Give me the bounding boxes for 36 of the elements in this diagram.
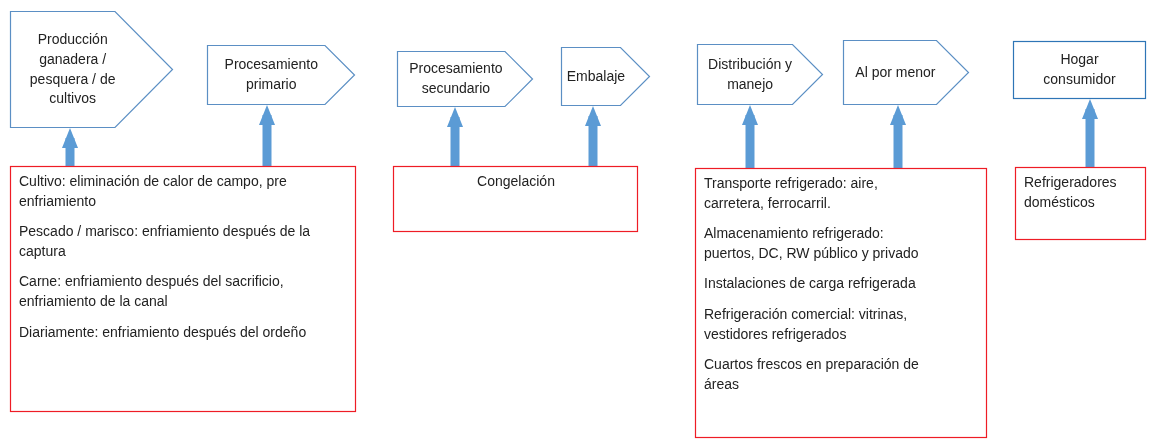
note-text: Cultivo: eliminación de calor de campo, pre enfriamiento <box>19 172 288 211</box>
step-label: Procesamiento primario <box>223 55 319 94</box>
step-label: Hogar consumidor <box>1042 50 1117 89</box>
step-label: Procesamiento secundario <box>408 59 504 98</box>
note-text: Cuartos frescos en preparación de áreas <box>704 355 920 394</box>
block-arrow <box>1082 99 1098 167</box>
step-label: Embalaje <box>565 66 627 86</box>
note-box <box>695 168 987 438</box>
note-text: Pescado / marisco: enfriamiento después de la captura <box>19 222 312 261</box>
process-pentagon <box>561 47 650 106</box>
note-text: Instalaciones de carga refrigerada <box>704 274 917 294</box>
process-pentagon <box>10 11 173 128</box>
step-label: Producción ganadera / pesquera / de cultivos <box>28 30 117 109</box>
note-text: Almacenamiento refrigerado: puertos, DC, RW público y privado <box>704 224 920 263</box>
process-pentagon <box>843 40 969 105</box>
note-box <box>393 166 638 232</box>
note-text: Congelación <box>476 172 556 191</box>
block-arrow <box>890 105 906 168</box>
process-pentagon <box>397 51 533 107</box>
note-text: Transporte refrigerado: aire, carretera, ferrocarril. <box>704 174 879 213</box>
process-pentagon <box>207 45 355 105</box>
note-text: Carne: enfriamiento después del sacrificio, enfriamiento de la canal <box>19 272 285 311</box>
note-box <box>1015 167 1146 240</box>
step-label: Al por menor <box>854 62 937 82</box>
step-label: Distribución y manejo <box>707 54 794 94</box>
block-arrow <box>742 105 758 168</box>
note-box <box>10 166 356 412</box>
note-text: Refrigeración comercial: vitrinas, vestidores refrigerados <box>704 304 909 344</box>
block-arrow <box>447 107 463 166</box>
note-text: Refrigeradores domésticos <box>1024 173 1118 212</box>
note-text: Diariamente: enfriamiento después del ordeño <box>19 322 308 342</box>
block-arrow <box>585 106 601 166</box>
block-arrow <box>62 128 78 166</box>
block-arrow <box>259 105 275 166</box>
process-box <box>1013 41 1146 99</box>
process-pentagon <box>697 44 823 105</box>
